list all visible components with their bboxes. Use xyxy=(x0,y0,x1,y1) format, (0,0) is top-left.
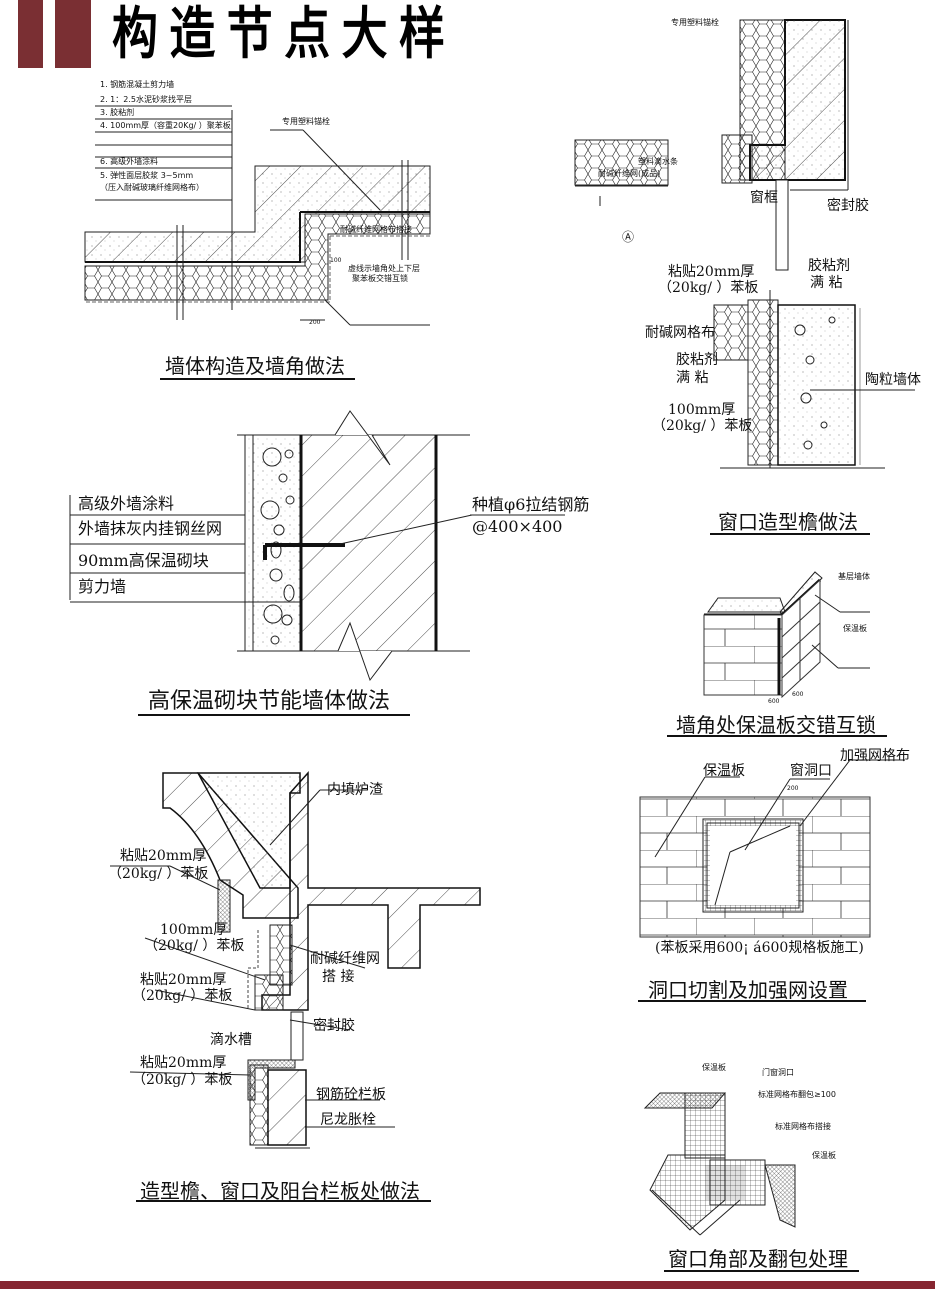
corner-dim-1: 600 xyxy=(768,698,780,705)
wrap-opening-label: 门窗洞口 xyxy=(762,1068,794,1077)
opening-mesh-label: 加强网格布 xyxy=(840,748,910,764)
wall-note-line1: 虚线示墙角处上下层 xyxy=(348,264,420,273)
opening-board-label: 保温板 xyxy=(703,763,745,779)
eave-adhesive2-1: 胶粘剂 xyxy=(676,352,718,368)
caption-underline xyxy=(160,378,355,380)
wall-mesh-label: 耐碱纤维网格布搭接 xyxy=(340,225,412,234)
block-layer-2: 外墙抹灰内挂钢丝网 xyxy=(78,519,223,538)
window-eave-drawing xyxy=(574,19,915,469)
eave-mesh-cloth: 耐碱网格布 xyxy=(645,325,715,341)
balcony-board-d-2: （20kg/ ）苯板 xyxy=(132,1072,233,1088)
opening-window-label: 窗洞口 xyxy=(790,763,832,779)
wrap-mesh-wrap-label: 标准网格布翻包≥100 xyxy=(758,1090,836,1099)
opening-dim-200: 200 xyxy=(787,785,799,792)
wall-layer-6: 6. 高级外墙涂料 xyxy=(100,157,159,166)
wall-layer-5-note: （压入耐碱玻璃纤维网格布） xyxy=(100,183,204,192)
corner-dim-2: 600 xyxy=(792,691,804,698)
caption-wall-corner: 墙体构造及墙角做法 xyxy=(165,354,345,378)
eave-marker: Ⓐ xyxy=(622,230,635,244)
wall-corner-drawing xyxy=(84,105,431,326)
opening-note: (苯板采用600¡ á600规格板施工) xyxy=(655,940,864,956)
wrap-mesh-lap-label: 标准网格布搭接 xyxy=(775,1122,831,1131)
block-rebar-label-1: 种植φ6拉结钢筋 xyxy=(472,495,590,514)
eave-sealant-label: 密封胶 xyxy=(827,198,869,214)
eave-mesh-label: 耐碱纤维网(成品) xyxy=(598,169,661,178)
window-corner-drawing xyxy=(643,1092,796,1236)
balcony-anchor-label: 尼龙胀栓 xyxy=(320,1112,376,1128)
footer-bar xyxy=(0,1281,935,1289)
page-title: 构造节点大样 xyxy=(112,2,457,67)
opening-cut-drawing xyxy=(639,759,905,938)
caption-window-corner: 窗口角部及翻包处理 xyxy=(668,1247,848,1271)
caption-underline xyxy=(638,1000,866,1002)
wall-note-line2: 聚苯板交错互锁 xyxy=(352,274,408,283)
eave-board-main-1: 100mm厚 xyxy=(668,402,736,418)
wall-anchor-label: 专用塑料锚栓 xyxy=(282,117,330,126)
eave-board-main-2: （20kg/ ）苯板 xyxy=(652,418,753,434)
eave-balcony-drawing xyxy=(110,771,481,1149)
caption-opening-cut: 洞口切割及加强网设置 xyxy=(648,978,848,1002)
block-rebar-label-2: @400×400 xyxy=(472,517,563,536)
corner-interlock-drawing xyxy=(703,571,870,699)
wall-layer-1: 1. 钢筋混凝土剪力墙 xyxy=(100,80,175,89)
eave-adhesive2-2: 满 粘 xyxy=(676,370,709,386)
caption-corner-interlock: 墙角处保温板交错互锁 xyxy=(676,713,876,737)
block-layer-1: 高级外墙涂料 xyxy=(78,494,175,513)
wall-dim-200: 200 xyxy=(309,319,321,326)
wrap-board-label-1: 保温板 xyxy=(702,1063,726,1072)
caption-underline xyxy=(138,714,410,716)
wall-layer-2: 2. 1：2.5水泥砂浆找平层 xyxy=(100,95,192,104)
eave-anchor-label: 专用塑料锚栓 xyxy=(671,18,719,27)
caption-underline xyxy=(664,1270,859,1272)
balcony-mesh-2: 搭 接 xyxy=(322,969,355,985)
balcony-sealant-label: 密封胶 xyxy=(313,1018,355,1034)
balcony-board-c-2: （20kg/ ）苯板 xyxy=(132,988,233,1004)
caption-underline xyxy=(136,1200,431,1202)
eave-wall-label: 陶粒墙体 xyxy=(865,372,921,388)
wall-layer-5: 5. 弹性面层胶浆 3~5mm xyxy=(100,171,194,180)
balcony-drip-label: 滴水槽 xyxy=(210,1032,252,1048)
corner-base-wall-label: 基层墙体 xyxy=(838,572,870,581)
balcony-board-c-1: 粘贴20mm厚 xyxy=(140,972,227,988)
balcony-board-a-1: 粘贴20mm厚 xyxy=(120,848,207,864)
block-wall-drawing xyxy=(69,410,565,682)
caption-underline xyxy=(710,533,870,535)
balcony-board-b-1: 100mm厚 xyxy=(160,922,228,938)
wall-layer-3: 3. 胶粘剂 xyxy=(100,108,135,117)
caption-underline xyxy=(667,735,887,737)
eave-adhesive-1: 胶粘剂 xyxy=(808,258,850,274)
eave-board-top-1: 粘贴20mm厚 xyxy=(668,264,755,280)
balcony-board-d-1: 粘贴20mm厚 xyxy=(140,1055,227,1071)
balcony-fill-label: 内填炉渣 xyxy=(327,782,383,798)
eave-frame-label: 窗框 xyxy=(750,190,778,206)
caption-block-wall: 高保温砌块节能墙体做法 xyxy=(148,689,391,714)
wall-dim-100: 100 xyxy=(330,257,342,264)
eave-adhesive-2: 满 粘 xyxy=(810,275,843,291)
balcony-board-a-2: （20kg/ ）苯板 xyxy=(108,866,209,882)
corner-board-label: 保温板 xyxy=(843,624,867,633)
eave-board-top-2: （20kg/ ）苯板 xyxy=(658,280,759,296)
balcony-board-b-2: （20kg/ ）苯板 xyxy=(144,938,245,954)
eave-drip-label: 塑料滴水条 xyxy=(638,157,678,166)
caption-eave-balcony: 造型檐、窗口及阳台栏板处做法 xyxy=(140,1179,420,1203)
header-accent-bar-2 xyxy=(55,0,91,68)
header-accent-bar-1 xyxy=(18,0,43,68)
wrap-board-label-2: 保温板 xyxy=(812,1151,836,1160)
block-layer-3: 90mm高保温砌块 xyxy=(78,551,209,570)
caption-window-eave: 窗口造型檐做法 xyxy=(718,510,858,534)
balcony-rail-label: 钢筋砼栏板 xyxy=(316,1087,386,1103)
wall-layer-4: 4. 100mm厚（容重20Kg/ ）聚苯板 xyxy=(100,121,231,130)
block-layer-4: 剪力墙 xyxy=(78,577,127,596)
balcony-mesh-1: 耐碱纤维网 xyxy=(310,951,380,967)
